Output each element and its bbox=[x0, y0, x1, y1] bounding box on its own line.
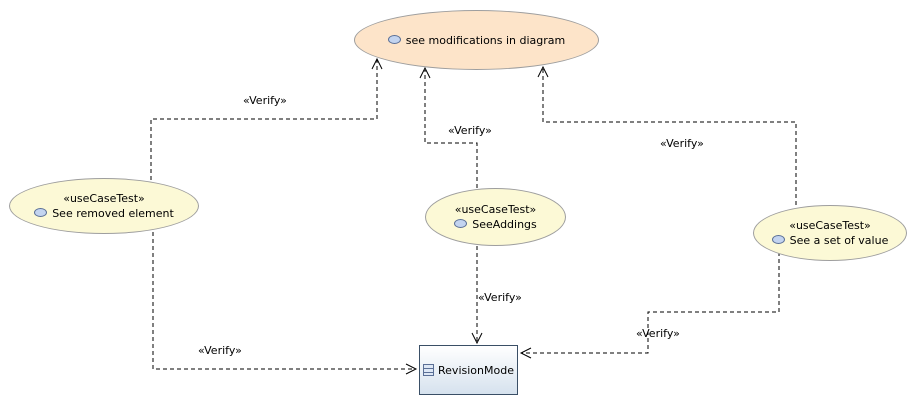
use-case-icon bbox=[454, 219, 468, 228]
use-case-icon bbox=[387, 34, 401, 44]
arrowhead-5 bbox=[471, 332, 483, 345]
use-case-test-see-a-set-of-value[interactable]: «useCaseTest» See a set of value bbox=[753, 205, 907, 261]
arrowhead-6 bbox=[519, 347, 532, 359]
stereotype-label: «useCaseTest» bbox=[63, 192, 145, 205]
verify-label: «Verify» bbox=[198, 344, 242, 357]
use-case-test-seeaddings[interactable]: «useCaseTest» SeeAddings bbox=[425, 188, 566, 246]
use-case-label: see modifications in diagram bbox=[405, 33, 566, 47]
use-case-test-see-removed-element[interactable]: «useCaseTest» See removed element bbox=[9, 178, 199, 234]
verify-edge-removed-to-revisionmode[interactable] bbox=[152, 232, 416, 370]
stereotype-label: «useCaseTest» bbox=[454, 203, 537, 216]
verify-edge-addings-to-modifications[interactable] bbox=[424, 70, 478, 188]
verify-edge-setofvalue-to-revisionmode[interactable] bbox=[521, 252, 780, 354]
class-icon bbox=[423, 364, 435, 376]
arrowhead-2 bbox=[419, 66, 431, 79]
class-label: RevisionMode bbox=[438, 363, 514, 377]
arrowhead-3 bbox=[537, 65, 549, 78]
use-case-label: See a set of value bbox=[789, 234, 889, 247]
use-case-label: SeeAddings bbox=[472, 218, 537, 231]
use-case-icon bbox=[34, 208, 48, 217]
verify-label: «Verify» bbox=[636, 327, 680, 340]
arrowhead-4 bbox=[405, 363, 418, 375]
verify-edge-setofvalue-to-modifications[interactable] bbox=[542, 67, 797, 205]
use-case-icon bbox=[771, 235, 785, 244]
verify-label: «Verify» bbox=[660, 137, 704, 150]
arrowhead-1 bbox=[371, 57, 383, 70]
stereotype-label: «useCaseTest» bbox=[789, 219, 871, 232]
use-case-see-modifications[interactable]: see modifications in diagram bbox=[354, 10, 599, 70]
verify-edge-removed-to-modifications[interactable] bbox=[150, 60, 378, 180]
class-revisionmode[interactable]: RevisionMode bbox=[419, 345, 518, 395]
verify-label: «Verify» bbox=[478, 291, 522, 304]
verify-label: «Verify» bbox=[448, 124, 492, 137]
use-case-label: See removed element bbox=[52, 207, 174, 220]
verify-label: «Verify» bbox=[243, 94, 287, 107]
